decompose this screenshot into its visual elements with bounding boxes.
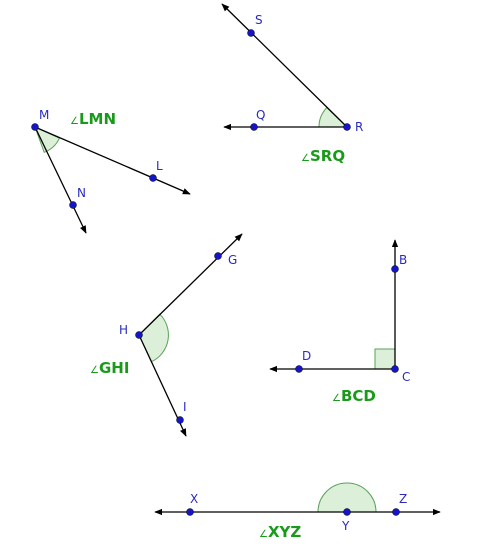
ray-rs — [221, 3, 348, 128]
angle-name-bcd: ∠BCD — [332, 387, 376, 405]
ray-mn — [34, 126, 87, 234]
point-n — [69, 201, 77, 209]
point-d — [295, 365, 303, 373]
angle-srq-arc — [318, 106, 349, 128]
angle-xyz-arc — [317, 482, 377, 513]
point-h — [135, 331, 143, 339]
label-d: D — [302, 349, 311, 363]
point-b — [391, 265, 399, 273]
angle-name-xyz: ∠XYZ — [259, 523, 301, 541]
label-n: N — [77, 186, 86, 200]
point-q — [250, 123, 258, 131]
label-h: H — [119, 323, 128, 337]
point-x — [186, 508, 194, 516]
point-c — [391, 365, 399, 373]
label-b: B — [399, 253, 407, 267]
label-x: X — [190, 492, 198, 506]
label-g: G — [228, 253, 237, 267]
label-s: S — [255, 13, 263, 27]
ray-hg — [138, 233, 243, 336]
label-y: Y — [341, 519, 350, 533]
point-l — [149, 174, 157, 182]
ray-ml — [34, 126, 191, 195]
point-m — [31, 123, 39, 131]
angle-lmn-arc — [34, 126, 61, 153]
angle-name-lmn: ∠LMN — [70, 110, 116, 128]
label-q: Q — [256, 108, 265, 122]
label-c: C — [402, 370, 410, 384]
point-i — [176, 416, 184, 424]
label-i: I — [183, 400, 187, 414]
angle-name-ghi: ∠GHI — [90, 359, 129, 377]
angle-bcd-right-angle-marker — [374, 348, 396, 370]
point-r — [343, 123, 351, 131]
point-y — [343, 508, 351, 516]
label-m: M — [39, 108, 49, 122]
label-l: L — [156, 159, 163, 173]
angle-xyz: X Y Z ∠XYZ — [154, 482, 441, 541]
label-z: Z — [399, 492, 407, 506]
label-r: R — [355, 120, 363, 134]
point-g — [214, 252, 222, 260]
angle-name-srq: ∠SRQ — [301, 147, 345, 165]
angle-lmn: M L N ∠LMN — [31, 108, 191, 234]
angle-ghi: G H I ∠GHI — [90, 233, 243, 437]
point-z — [392, 508, 400, 516]
angle-bcd: B C D ∠BCD — [269, 239, 410, 405]
point-s — [247, 29, 255, 37]
angle-srq: S R Q ∠SRQ — [221, 3, 363, 165]
